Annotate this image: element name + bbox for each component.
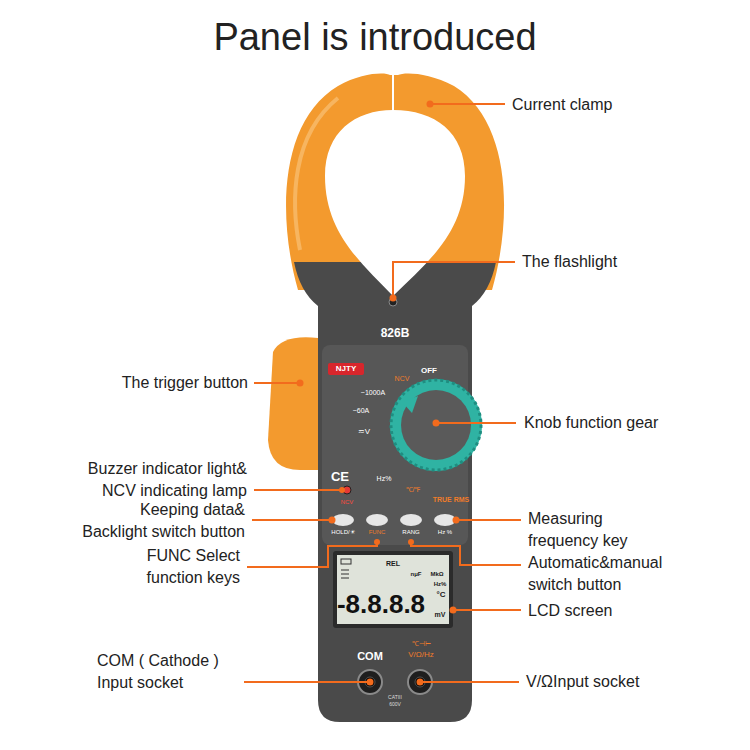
led-marking: NCV [341,499,354,506]
leader-line [430,103,505,105]
safety-rating: 600V [389,702,401,708]
leader-dot [297,380,304,387]
leader-line [254,489,342,491]
leader-dots [297,101,460,686]
panel-marking: TRUE RMS [433,496,470,504]
callout-label: Buzzer indicator light& NCV indicating l… [72,458,247,502]
knob-ring [390,379,482,471]
callout-label: The flashlight [522,251,617,273]
meter-body [294,262,496,722]
callout-label: Knob function gear [524,412,658,434]
callout-label: Keeping data& Backlight switch button [77,499,245,543]
trigger-lever [268,337,318,470]
lcd-indicator: Hz% [434,581,447,588]
leader-line [252,519,332,521]
callout-label: V/ΩInput socket [526,671,639,693]
leader-dot [453,517,460,524]
dial-marking: NCV [395,375,410,383]
button-label: Hz % [438,529,452,536]
dial-marking: OFF [421,367,437,376]
diagram-title: Panel is introduced [213,16,536,60]
leader-dot [450,607,457,614]
leader-line [420,681,519,683]
lcd-indicator: °C [437,591,446,600]
button-label: FUNC [369,529,386,536]
leader-dot [367,679,374,686]
lcd-indicator: mV [435,611,446,619]
leader-dot [390,295,397,302]
leader-line [436,422,516,424]
lcd-bezel [333,551,453,628]
leader-dot [417,679,424,686]
button-label: RANG [402,529,419,536]
leader-line [456,519,521,521]
socket-label: ℃⊣⊢ [412,640,431,648]
ce-mark: CE [331,470,349,484]
socket-label: V/Ω/Hz [408,651,434,660]
knob-knurl [391,380,481,470]
callout-label: The trigger button [122,372,248,394]
model-number: 826B [381,327,410,340]
callout-label: Measuring frequency key [528,508,648,552]
func-button [366,514,388,526]
button-label: HOLD/☀ [331,529,354,536]
leader-dot [329,517,336,524]
brand-name: NJTY [336,365,356,374]
dial-marking: ℃/℉ [406,486,421,494]
dial-marking: Hz% [377,475,392,483]
callout-label: FUNC Select function keys [110,545,240,589]
leader-line [247,542,377,567]
callout-label: Current clamp [512,94,612,116]
lcd-indicator: nμF [410,571,421,578]
leader-line [411,542,521,565]
socket-label: COM [357,650,383,662]
leader-line [254,382,300,384]
clamp-opening [325,110,465,296]
dial-marking: ~60A [353,407,370,415]
dial-marking: ≂V [358,428,370,437]
lcd-battery-icon [341,559,351,564]
safety-rating: CATIII [388,695,402,701]
leader-dot [433,420,440,427]
leader-dot [408,539,414,545]
lcd-screen [337,555,449,624]
lcd-digits: -8.8.8.8 [337,590,425,619]
callout-label: COM ( Cathode ) Input socket [97,650,237,694]
leader-dot [339,487,345,493]
range-button [400,514,422,526]
leader-dot [374,539,380,545]
knob-pointer [402,396,418,413]
leader-line [244,681,370,683]
jaw-split [392,72,394,110]
dial-marking: ~1000A [361,389,385,397]
knob-center [401,390,471,460]
callout-label: LCD screen [528,600,612,622]
com-socket-hole [365,677,375,687]
leader-line [393,262,515,298]
lcd-indicator: MkΩ [430,571,443,578]
lcd-icon [341,570,349,578]
callout-label: Automatic&manual switch button [528,552,683,596]
v-socket-hole [415,677,425,687]
leader-dot [427,101,434,108]
leader-lines [244,104,521,682]
brand-badge [328,363,364,375]
leader-line [453,609,521,611]
lcd-indicator: REL [386,560,400,568]
